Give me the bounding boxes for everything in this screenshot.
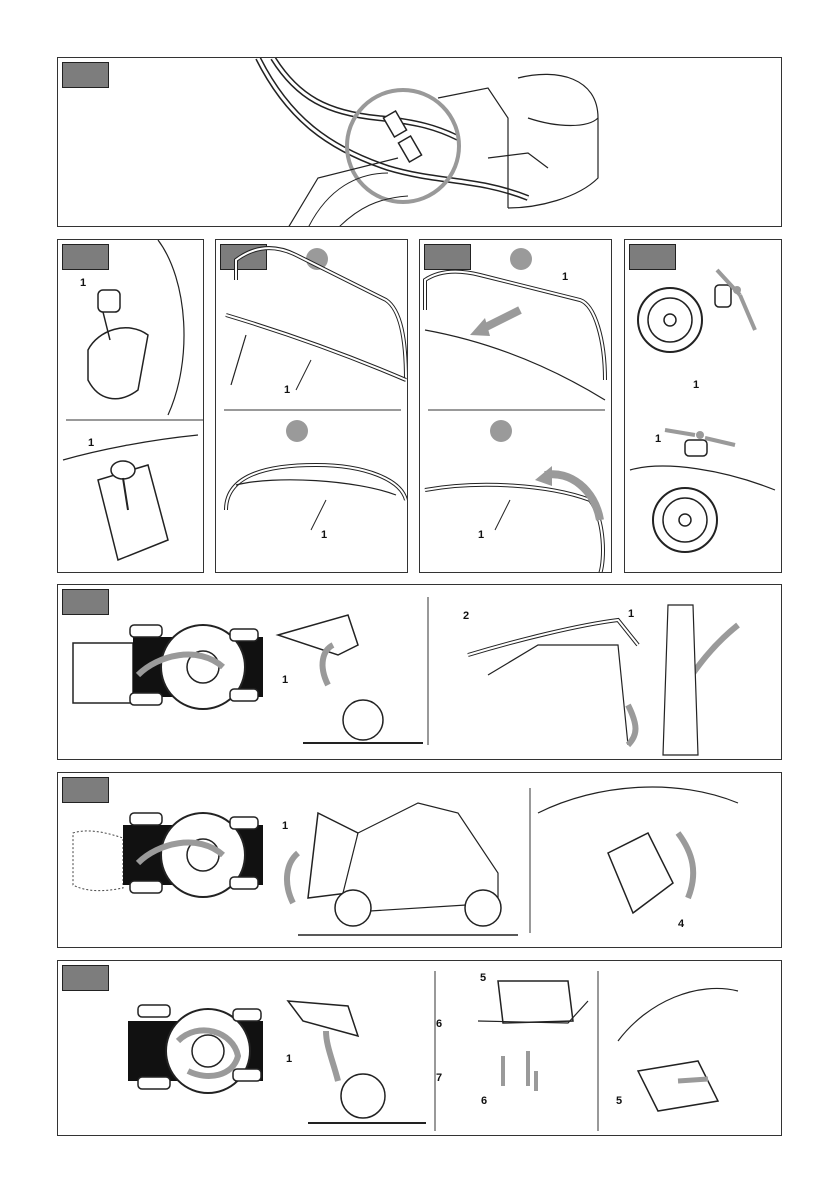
grass-bag-illustration bbox=[58, 585, 782, 760]
callout-7: 7 bbox=[436, 1073, 442, 1084]
callout-1: 1 bbox=[88, 438, 94, 449]
figure-panel-mulching: 1 5 6 7 6 5 bbox=[57, 960, 782, 1136]
handle-fold-illustration bbox=[216, 240, 408, 573]
callout-1: 1 bbox=[478, 530, 484, 541]
cable-connector-illustration bbox=[58, 58, 782, 227]
callout-5: 5 bbox=[616, 1096, 622, 1107]
side-discharge-illustration bbox=[58, 773, 782, 948]
callout-1: 1 bbox=[80, 278, 86, 289]
callout-5: 5 bbox=[480, 973, 486, 984]
callout-1: 1 bbox=[562, 272, 568, 283]
callout-6: 6 bbox=[436, 1019, 442, 1030]
handle-fold-illustration bbox=[420, 240, 612, 573]
callout-4: 4 bbox=[678, 919, 684, 930]
mulching-illustration bbox=[58, 961, 782, 1136]
figure-panel-lever: 1 1 bbox=[57, 239, 204, 573]
callout-1: 1 bbox=[628, 609, 634, 620]
callout-1: 1 bbox=[655, 434, 661, 445]
callout-1: 1 bbox=[282, 675, 288, 686]
figure-panel-handle-fold-b: 1 1 bbox=[419, 239, 612, 573]
height-adjust-illustration bbox=[625, 240, 782, 573]
callout-2: 2 bbox=[463, 611, 469, 622]
figure-panel-handle-fold-a: 1 1 bbox=[215, 239, 408, 573]
callout-6: 6 bbox=[481, 1096, 487, 1107]
callout-1: 1 bbox=[321, 530, 327, 541]
callout-1: 1 bbox=[693, 380, 699, 391]
callout-1: 1 bbox=[284, 385, 290, 396]
figure-panel-cable bbox=[57, 57, 782, 227]
figure-panel-height-adjust: 1 1 bbox=[624, 239, 782, 573]
callout-1: 1 bbox=[282, 821, 288, 832]
callout-1: 1 bbox=[286, 1054, 292, 1065]
lever-illustration bbox=[58, 240, 204, 573]
figure-panel-side-discharge: 1 4 bbox=[57, 772, 782, 948]
figure-panel-grass-bag: 1 2 1 bbox=[57, 584, 782, 760]
